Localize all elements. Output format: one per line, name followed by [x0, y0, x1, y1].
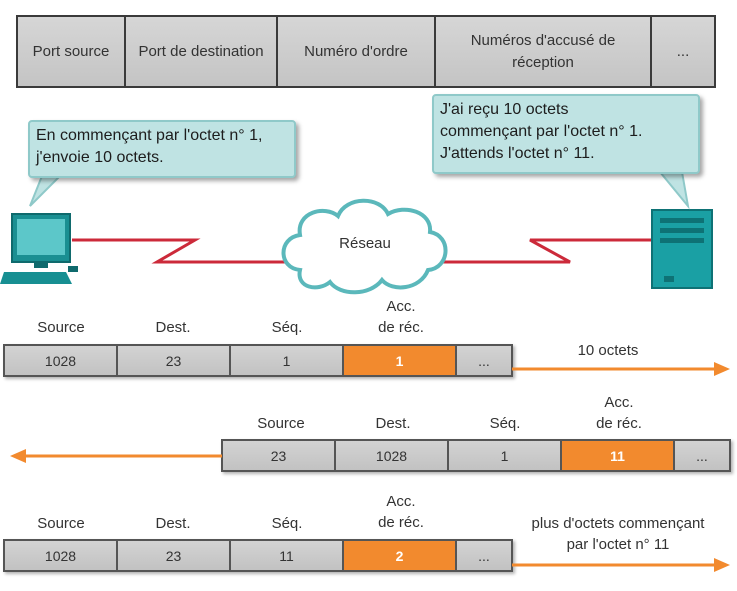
- field-more: ...: [676, 42, 690, 60]
- segment-row-2: 23 1028 1 11 ...: [221, 439, 731, 472]
- segment-row-3: 1028 23 11 2 ...: [3, 539, 513, 572]
- row3-note: plus d'octets commençant par l'octet n° …: [518, 513, 718, 555]
- seg3-more: ...: [457, 541, 511, 570]
- row2-ack-label-line2: de réc.: [596, 415, 642, 432]
- row2-ack-label: Acc. de réc.: [578, 392, 660, 434]
- row3-note-line2: par l'octet n° 11: [566, 536, 670, 553]
- row3-seq-label: Séq.: [271, 515, 303, 532]
- field-ack-number: Numéros d'accusé de réception: [436, 17, 652, 86]
- seg3-source: 1028: [5, 541, 118, 570]
- field-destination-port: Port de destination: [126, 17, 278, 86]
- arrow-right-3: [512, 558, 730, 572]
- row1-ack-label-line1: Acc.: [386, 298, 416, 315]
- row1-ack-label: Acc. de réc.: [360, 296, 442, 338]
- seg1-dest: 23: [118, 346, 231, 375]
- network-label: Réseau: [339, 235, 391, 252]
- row3-ack-label: Acc. de réc.: [360, 491, 442, 533]
- row3-note-line1: plus d'octets commençant: [531, 515, 705, 532]
- field-source-port: Port source: [18, 17, 126, 86]
- segment-row-1: 1028 23 1 1 ...: [3, 344, 513, 377]
- seg1-seq: 1: [231, 346, 344, 375]
- row2-source-label: Source: [257, 415, 305, 432]
- receiver-callout-line1: J'ai reçu 10 octets: [440, 101, 569, 118]
- seg2-more: ...: [675, 441, 729, 470]
- server-icon: [651, 209, 713, 289]
- field-sequence-number: Numéro d'ordre: [278, 17, 436, 86]
- sender-callout-line1: En commençant par l'octet n° 1,: [36, 127, 263, 144]
- row1-dest-label: Dest.: [155, 319, 191, 336]
- link-right: [428, 238, 652, 264]
- arrow-left-2: [10, 449, 222, 463]
- sender-callout-line2: j'envoie 10 octets.: [36, 149, 164, 166]
- row2-dest-label: Dest.: [375, 415, 411, 432]
- computer-icon: [0, 213, 78, 284]
- row2-ack-label-line1: Acc.: [604, 394, 634, 411]
- seg2-dest: 1028: [336, 441, 449, 470]
- row1-source-label: Source: [37, 319, 85, 336]
- row2-seq-label: Séq.: [489, 415, 521, 432]
- seg2-ack: 11: [562, 441, 675, 470]
- sender-callout: En commençant par l'octet n° 1, j'envoie…: [28, 120, 296, 178]
- row3-dest-label: Dest.: [155, 515, 191, 532]
- seg3-seq: 11: [231, 541, 344, 570]
- row3-ack-label-line2: de réc.: [378, 514, 424, 531]
- arrow-right-1: [512, 362, 730, 376]
- seg2-seq: 1: [449, 441, 562, 470]
- row3-source-label: Source: [37, 515, 85, 532]
- receiver-callout-line3: J'attends l'octet n° 11.: [440, 145, 595, 162]
- row1-ack-label-line2: de réc.: [378, 319, 424, 336]
- row1-seq-label: Séq.: [271, 319, 303, 336]
- receiver-callout: J'ai reçu 10 octets commençant par l'oct…: [432, 94, 700, 174]
- seg1-more: ...: [457, 346, 511, 375]
- seg3-dest: 23: [118, 541, 231, 570]
- seg3-ack: 2: [344, 541, 457, 570]
- link-left: [72, 238, 300, 264]
- receiver-callout-line2: commençant par l'octet n° 1.: [440, 123, 643, 140]
- row1-note: 10 octets: [577, 342, 639, 359]
- tcp-header-fields: Port source Port de destination Numéro d…: [16, 15, 716, 88]
- seg1-ack: 1: [344, 346, 457, 375]
- row3-ack-label-line1: Acc.: [386, 493, 416, 510]
- cloud-icon: [281, 198, 448, 295]
- network-diagram: [0, 171, 713, 295]
- seg2-source: 23: [223, 441, 336, 470]
- seg1-source: 1028: [5, 346, 118, 375]
